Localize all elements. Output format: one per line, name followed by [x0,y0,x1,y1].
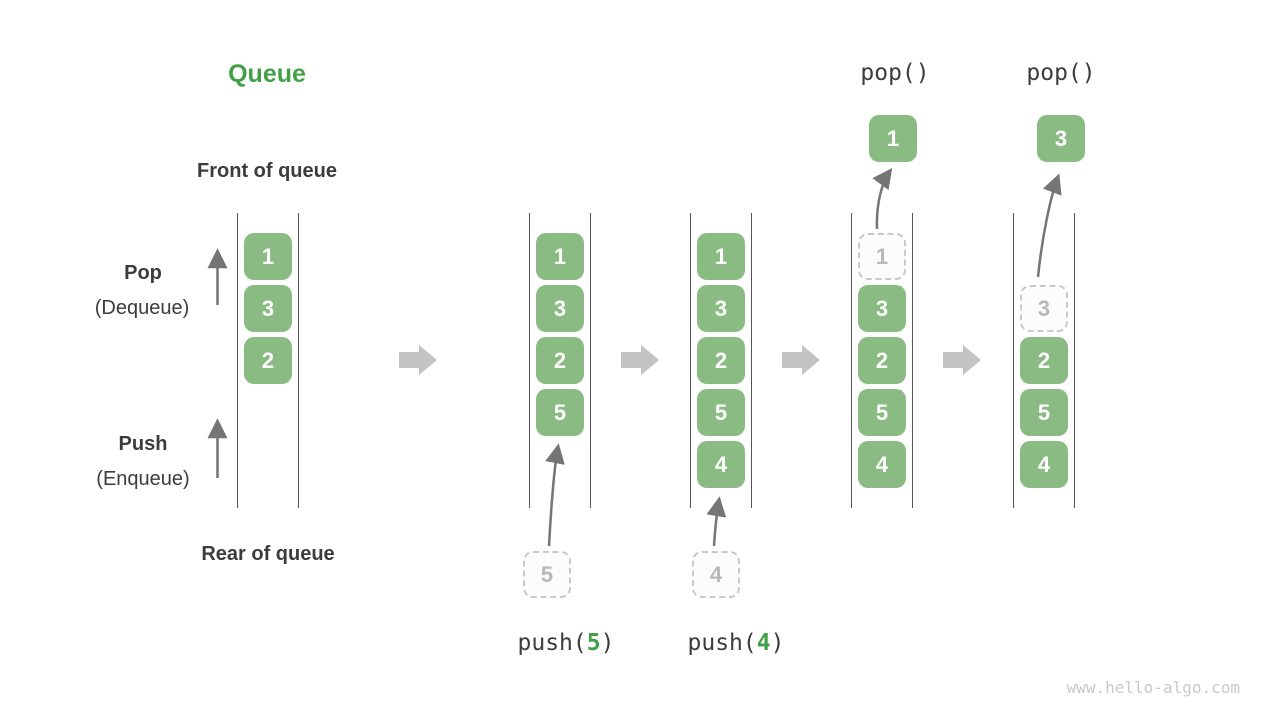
front-of-queue-label: Front of queue [197,160,337,182]
incoming-element: 5 [523,551,571,598]
push-call-suffix: ) [770,630,785,656]
pop-label: Pop [124,262,162,284]
watermark: www.hello-algo.com [1066,678,1240,697]
push-call-prefix: push( [687,630,757,656]
push-call-arg: 5 [586,630,601,656]
next-step-arrow-icon [399,345,437,375]
queue-wall [689,213,691,508]
queue-item: 5 [858,389,906,436]
push-label: Push [118,433,168,455]
queue-item: 1 [697,233,745,280]
queue-wall [236,213,238,508]
queue-wall [911,213,913,508]
push-call-suffix: ) [600,630,615,656]
queue-wall [297,213,299,508]
queue-item: 5 [697,389,745,436]
queue-wall [1073,213,1075,508]
queue-item: 5 [536,389,584,436]
queue-wall [1012,213,1014,508]
push-call-label-1: push(5) [518,630,615,656]
push-call-label-2: push(4) [688,630,785,656]
pop-call-label-1: pop() [860,60,930,86]
push-call-arg: 4 [756,630,771,656]
queue-item: 2 [858,337,906,384]
pop-call-label-2: pop() [1026,60,1096,86]
pop-movement-arrow-icon [872,167,893,230]
queue-item: 3 [536,285,584,332]
queue-item: 4 [697,441,745,488]
queue-item: 1 [244,233,292,280]
diagram-title: Queue [228,60,306,88]
next-step-arrow-icon [621,345,659,375]
removed-element-slot: 1 [858,233,906,280]
popped-element: 1 [869,115,917,162]
queue-item: 2 [244,337,292,384]
enqueue-label: (Enqueue) [96,468,190,490]
queue-item: 3 [244,285,292,332]
queue-item: 2 [536,337,584,384]
queue-wall [528,213,530,508]
queue-item: 3 [697,285,745,332]
queue-item: 1 [536,233,584,280]
queue-item: 3 [858,285,906,332]
queue-wall [750,213,752,508]
queue-item: 4 [1020,441,1068,488]
queue-wall [850,213,852,508]
dequeue-label: (Dequeue) [94,297,190,319]
next-step-arrow-icon [782,345,820,375]
rear-of-queue-label: Rear of queue [201,543,335,565]
incoming-element: 4 [692,551,740,598]
removed-element-slot: 3 [1020,285,1068,332]
queue-item: 5 [1020,389,1068,436]
pop-movement-arrow-icon [1036,173,1062,278]
popped-element: 3 [1037,115,1085,162]
push-movement-arrow-icon [706,496,727,547]
push-movement-arrow-icon [545,443,565,547]
queue-item: 2 [1020,337,1068,384]
queue-item: 4 [858,441,906,488]
queue-item: 2 [697,337,745,384]
push-call-prefix: push( [517,630,587,656]
queue-wall [589,213,591,508]
next-step-arrow-icon [943,345,981,375]
